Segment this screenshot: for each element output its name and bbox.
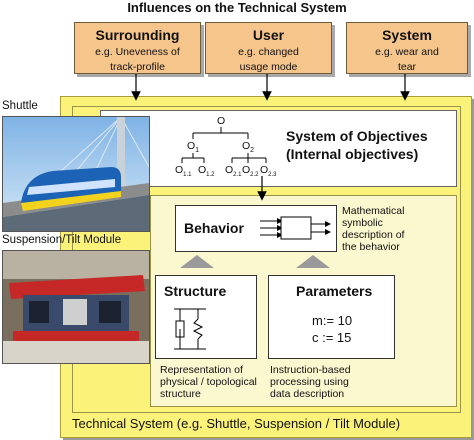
behavior-label: Behavior (184, 220, 244, 236)
objectives-title: System of Objectives (286, 128, 428, 144)
influence-line: e.g. wear and (375, 46, 439, 58)
parameter-c: c := 15 (312, 330, 352, 345)
module-label: Suspension/Tilt Module (2, 234, 122, 246)
influence-heading: Surrounding (95, 27, 180, 43)
influence-user: User e.g. changed usage mode (205, 22, 332, 74)
objective-o1: O1 (187, 140, 200, 155)
objectives-subtitle: (Internal objectives) (286, 146, 419, 162)
triangle-structure (180, 255, 214, 268)
influence-line: usage mode (239, 61, 298, 73)
suspension-module-photo (2, 250, 150, 364)
parameter-m: m:= 10 (312, 313, 353, 328)
parameters-box (268, 275, 395, 359)
objective-leaf: O2.1 (225, 164, 242, 179)
objective-o2: O2 (242, 140, 255, 155)
technical-system-label: Technical System (e.g. Shuttle, Suspensi… (72, 416, 401, 431)
objective-leaf: O2.2 (242, 164, 259, 179)
influence-surrounding: Surrounding e.g. Uneveness of track-prof… (74, 22, 201, 74)
influence-line: e.g. changed (238, 46, 299, 58)
influence-heading: System (382, 27, 432, 43)
objective-leaf: O1.2 (198, 164, 215, 179)
shuttle-photo (2, 116, 150, 232)
influence-system: System e.g. wear and tear (346, 22, 468, 74)
objective-leaf: O1.1 (175, 164, 192, 179)
influence-heading: User (252, 27, 285, 43)
objective-leaf: O2.3 (260, 164, 277, 179)
spring-damper-icon (174, 308, 206, 350)
diagram-title: Influences on the Technical System (127, 0, 347, 15)
influence-line: track-profile (110, 61, 165, 73)
triangle-parameters (296, 255, 330, 268)
objective-root: O (217, 115, 226, 127)
behavior-desc: Mathematical symbolic description of the… (342, 205, 405, 253)
structure-label: Structure (164, 283, 227, 299)
shuttle-label: Shuttle (2, 100, 38, 112)
influence-line: e.g. Uneveness of (95, 46, 180, 58)
objective-tree-lines (181, 127, 267, 163)
structure-box (155, 275, 257, 359)
parameters-label: Parameters (296, 283, 373, 299)
behavior-block-icon (260, 216, 331, 240)
objectives-box (100, 110, 457, 187)
influence-line: tear (397, 61, 417, 73)
structure-desc: Representation of physical / topological… (160, 364, 257, 400)
parameters-desc: Instruction-based processing using data … (270, 364, 351, 400)
